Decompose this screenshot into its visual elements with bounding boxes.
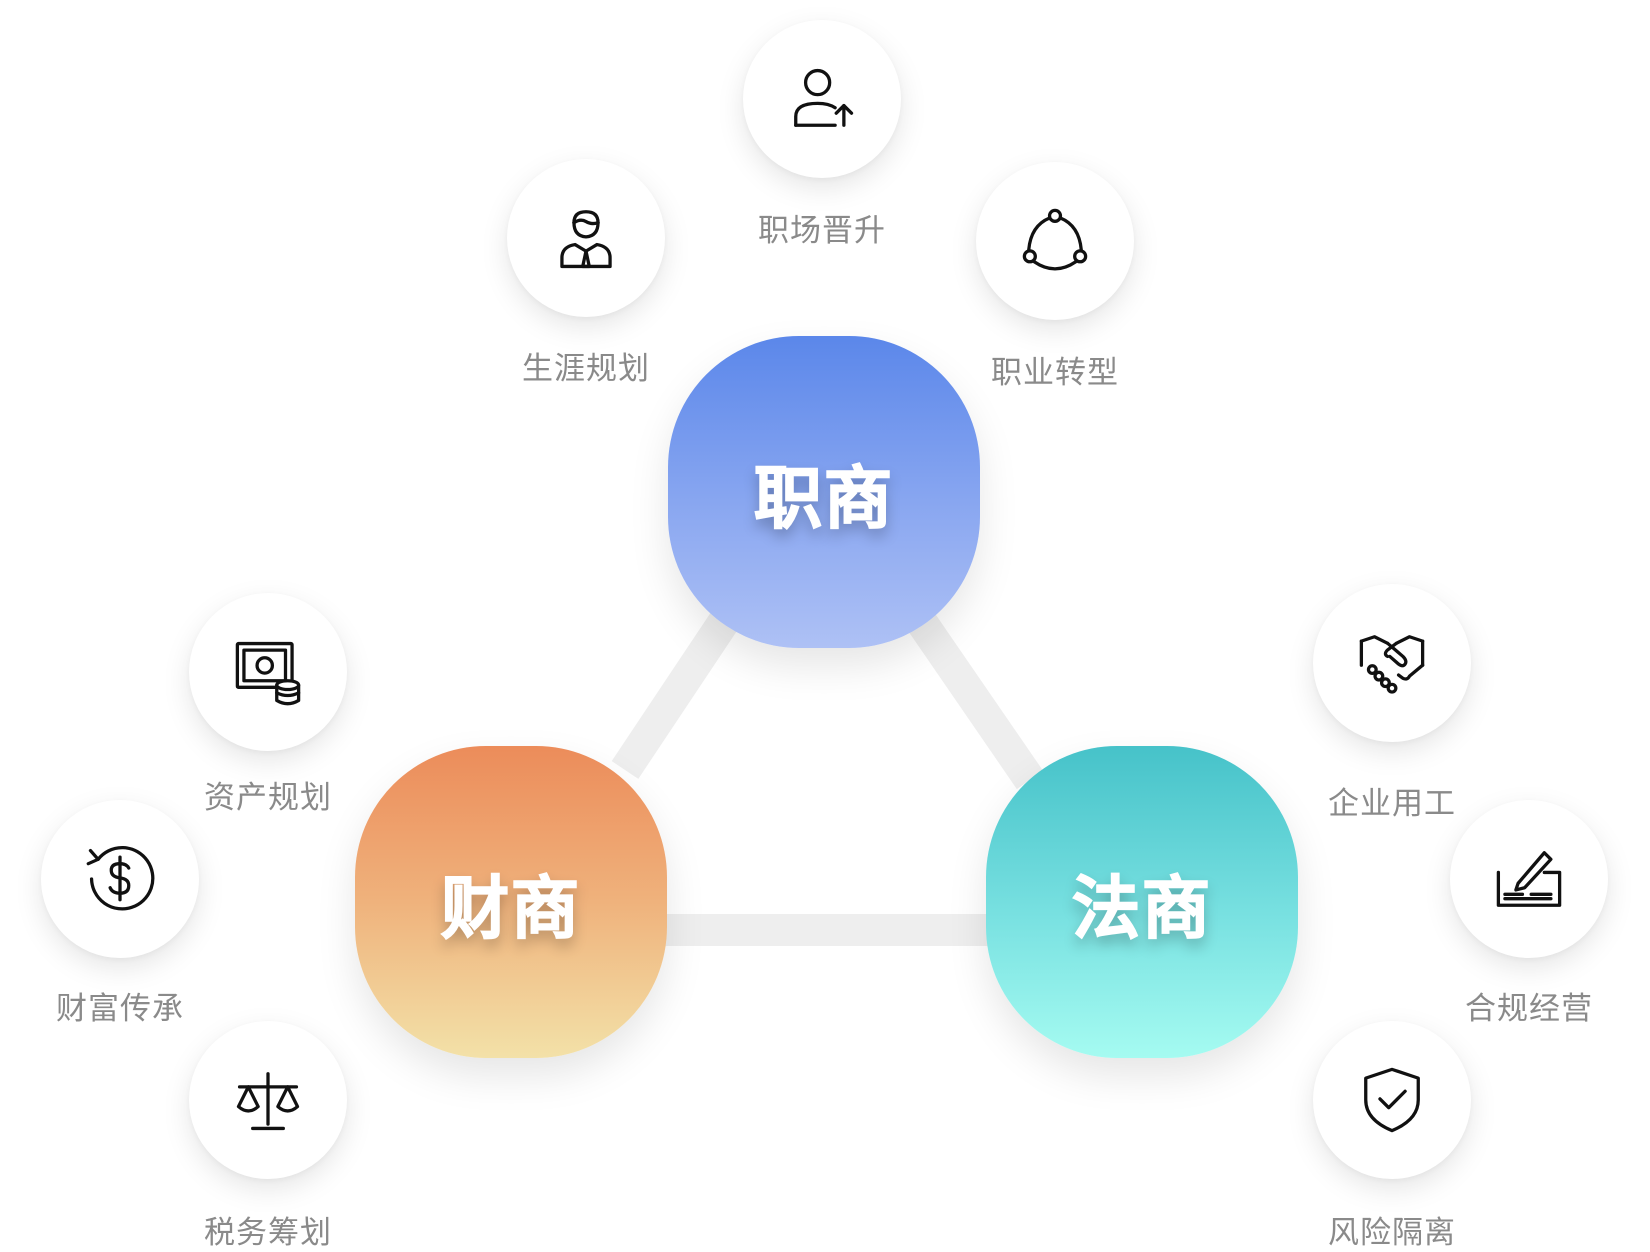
hub-wealth-label: 财商 — [440, 869, 581, 950]
label-career-promotion: 职场晋升 — [758, 213, 886, 249]
user-arrow-up-icon — [794, 68, 854, 127]
hub-career-quotient[interactable]: 职商 — [668, 336, 980, 648]
node-enterprise-labor[interactable] — [1313, 584, 1471, 742]
label-wealth-inheritance: 财富传承 — [56, 991, 184, 1027]
dollar-refresh-icon — [86, 846, 155, 911]
connector-career-law — [906, 610, 1044, 790]
node-career-transition[interactable] — [976, 162, 1134, 320]
professional-person-icon — [560, 210, 612, 269]
node-compliance[interactable] — [1450, 800, 1608, 958]
hub-law-label: 法商 — [1071, 869, 1212, 950]
label-career-planning: 生涯规划 — [522, 351, 650, 387]
cycle-nodes-icon — [1022, 208, 1088, 271]
label-compliance: 合规经营 — [1465, 991, 1593, 1027]
label-risk-isolation: 风险隔离 — [1328, 1215, 1456, 1251]
node-career-planning[interactable] — [507, 159, 665, 317]
node-wealth-inheritance[interactable] — [41, 800, 199, 958]
shield-check-icon — [1364, 1067, 1420, 1133]
node-asset-planning[interactable] — [189, 593, 347, 751]
hub-career-label: 职商 — [753, 459, 894, 540]
cash-coins-icon — [235, 641, 301, 706]
node-career-promotion[interactable] — [743, 20, 901, 178]
node-tax-planning[interactable] — [189, 1021, 347, 1179]
label-career-transition: 职业转型 — [991, 355, 1119, 391]
node-risk-isolation[interactable] — [1313, 1021, 1471, 1179]
label-tax-planning: 税务筹划 — [204, 1215, 332, 1251]
label-asset-planning: 资产规划 — [204, 780, 332, 816]
hub-law-quotient[interactable]: 法商 — [986, 746, 1298, 1058]
hub-wealth-quotient[interactable]: 财商 — [355, 746, 667, 1058]
handshake-icon — [1359, 635, 1425, 694]
signature-pen-icon — [1496, 851, 1562, 907]
connector-career-wealth — [611, 611, 739, 779]
balance-scale-icon — [236, 1072, 300, 1131]
label-enterprise-labor: 企业用工 — [1328, 786, 1456, 822]
